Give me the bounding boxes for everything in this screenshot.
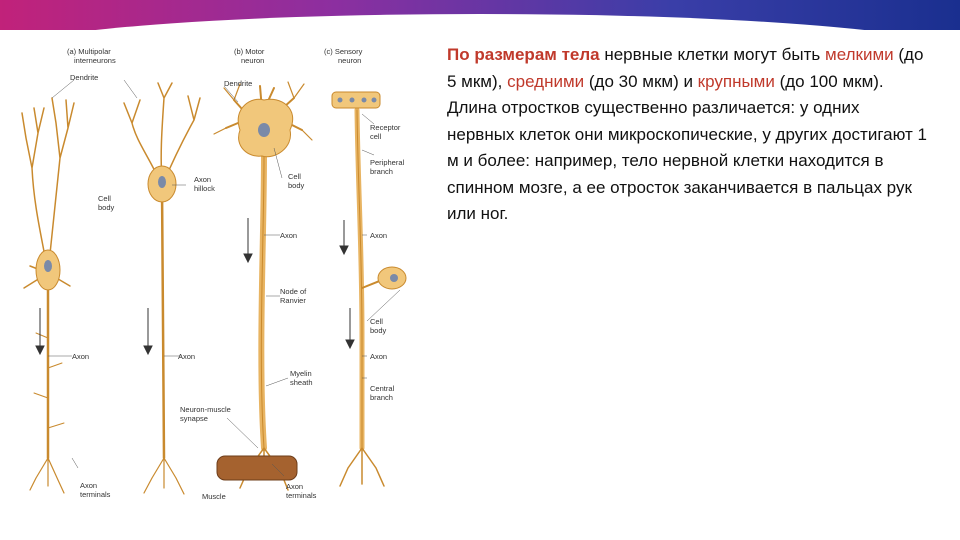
heading-a-line2: interneurons (74, 56, 116, 65)
heading-c-line1: (c) Sensory (324, 47, 363, 56)
label-cell-body-b1: Cell (288, 172, 301, 181)
heading-b-line2: neuron (241, 56, 264, 65)
label-myelin-sheath-1: Myelin (290, 369, 312, 378)
label-axon-terminals-a2: terminals (80, 490, 111, 499)
label-dendrite-b: Dendrite (224, 79, 252, 88)
lead-phrase: По размерам тела (447, 45, 600, 64)
label-axon-a1: Axon (72, 352, 89, 361)
muscle-fiber (217, 456, 297, 480)
label-peripheral-branch-1: Peripheral (370, 158, 405, 167)
heading-b-line1: (b) Motor (234, 47, 265, 56)
label-axon-c2: Axon (370, 352, 387, 361)
label-dendrite-a: Dendrite (70, 73, 98, 82)
label-peripheral-branch-2: branch (370, 167, 393, 176)
label-axon-hillock-1: Axon (194, 175, 211, 184)
text-part-4: (до 100 мкм). Длина отростков существенн… (447, 72, 927, 224)
neuron-diagram: (a) Multipolar interneurons (b) Motor ne… (12, 38, 417, 510)
label-cell-body-a1: Cell (98, 194, 111, 203)
label-axon-terminals-a1: Axon (80, 481, 97, 490)
label-axon-c: Axon (370, 231, 387, 240)
term-small: мелкими (825, 45, 894, 64)
label-central-branch-2: branch (370, 393, 393, 402)
text-part-1: нервные клетки могут быть (600, 45, 825, 64)
label-axon-a2: Axon (178, 352, 195, 361)
multipolar-interneuron-1 (22, 98, 74, 493)
label-axon-hillock-2: hillock (194, 184, 215, 193)
label-myelin-sheath-2: sheath (290, 378, 313, 387)
heading-a-line1: (a) Multipolar (67, 47, 111, 56)
term-large: крупными (698, 72, 775, 91)
neuron-size-description: По размерам тела нервные клетки могут бы… (447, 42, 927, 228)
term-medium: средними (507, 72, 584, 91)
label-central-branch-1: Central (370, 384, 395, 393)
label-axon-terminals-c2: terminals (286, 491, 317, 500)
label-cell-body-c1: Cell (370, 317, 383, 326)
label-node-ranvier-1: Node of (280, 287, 307, 296)
multipolar-interneuron-2 (124, 83, 200, 494)
label-cell-body-a2: body (98, 203, 115, 212)
label-muscle: Muscle (202, 492, 226, 501)
text-part-3: (до 30 мкм) и (584, 72, 698, 91)
label-receptor-cell-2: cell (370, 132, 382, 141)
label-node-ranvier-2: Ranvier (280, 296, 306, 305)
neuron-types-figure: (a) Multipolar interneurons (b) Motor ne… (12, 38, 417, 510)
label-cell-body-c2: body (370, 326, 387, 335)
label-nm-synapse-1: Neuron-muscle (180, 405, 231, 414)
heading-c-line2: neuron (338, 56, 361, 65)
label-axon-terminals-c1: Axon (286, 482, 303, 491)
label-axon-b: Axon (280, 231, 297, 240)
label-nm-synapse-2: synapse (180, 414, 208, 423)
label-receptor-cell-1: Receptor (370, 123, 401, 132)
label-cell-body-b2: body (288, 181, 305, 190)
